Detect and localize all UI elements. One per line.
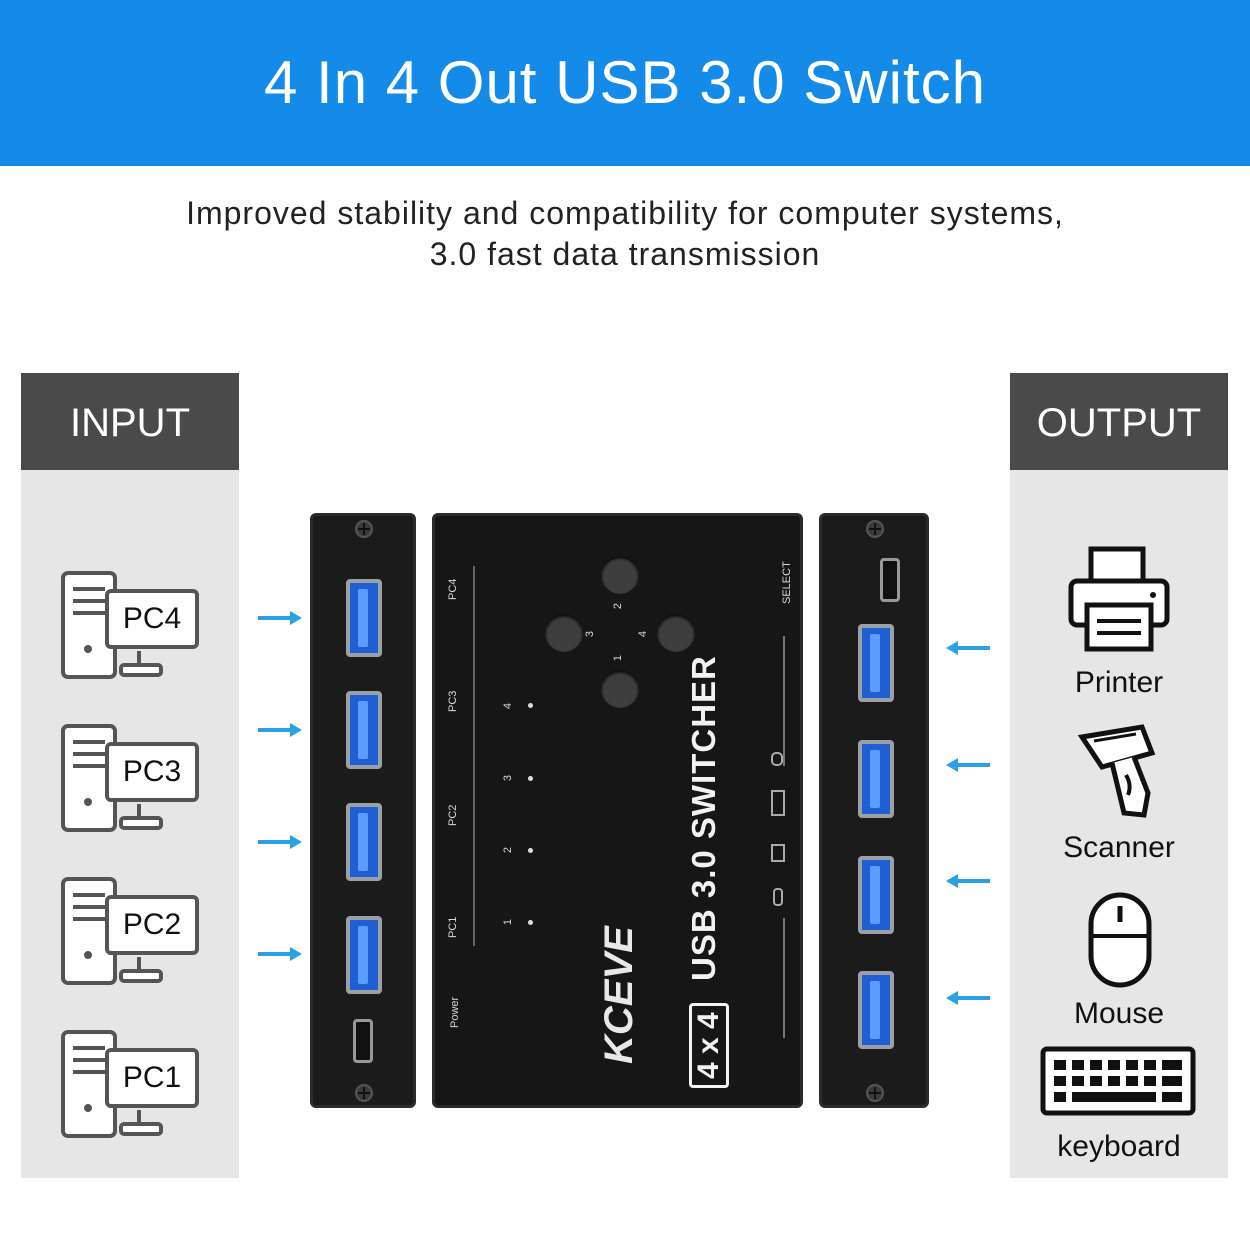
output-port-plate — [819, 513, 929, 1108]
input-panel-title: INPUT — [21, 373, 239, 470]
power-label: Power — [449, 996, 461, 1028]
select-button-3[interactable] — [545, 614, 583, 652]
page-title: 4 In 4 Out USB 3.0 Switch — [263, 49, 986, 116]
pc-item-pc1: PC1 — [61, 1028, 203, 1138]
model-name: USB 3.0 SWITCHER — [685, 655, 722, 981]
output-panel: OUTPUT Printer Scanner Mouse keyboard — [1010, 373, 1228, 1178]
arrow-right-icon — [258, 835, 302, 849]
scanner-icon — [1077, 724, 1156, 818]
select-button-4[interactable] — [657, 614, 695, 652]
led-indicator — [528, 920, 533, 925]
led-indicator — [528, 703, 533, 708]
mouse-icon — [1088, 892, 1152, 988]
arrow-right-icon — [258, 723, 302, 737]
output-panel-title: OUTPUT — [1010, 373, 1228, 470]
keyboard-icon — [771, 790, 785, 816]
button-number: 2 — [612, 602, 625, 610]
subtitle-line-1: Improved stability and compatibility for… — [186, 195, 1064, 231]
power-port — [353, 1019, 373, 1063]
switch-top-face: PC4 PC3 PC2 PC1 Power 4 3 2 1 2 3 4 1 KC… — [432, 513, 803, 1108]
led-number: 3 — [502, 774, 515, 782]
subtitle-line-2: 3.0 fast data transmission — [429, 236, 821, 272]
button-number: 1 — [612, 654, 625, 662]
computer-icon — [61, 1030, 163, 1138]
pc-item-pc3: PC3 — [61, 722, 203, 832]
computer-icon — [61, 877, 163, 985]
select-button-2[interactable] — [601, 556, 639, 594]
pc-label: PC4 — [105, 589, 199, 649]
divider — [783, 918, 785, 1038]
keyboard-icon — [1040, 1046, 1196, 1116]
button-number: 3 — [584, 630, 597, 638]
pc-item-pc2: PC2 — [61, 875, 203, 985]
usb-port-keyboard — [858, 971, 894, 1049]
led-number: 4 — [502, 702, 515, 710]
led-number: 2 — [502, 846, 515, 854]
output-label-scanner: Scanner — [1063, 831, 1175, 864]
pc-select-label-pc3: PC3 — [447, 690, 459, 712]
output-label-keyboard: keyboard — [1057, 1130, 1181, 1163]
divider — [473, 566, 475, 946]
output-label-mouse: Mouse — [1073, 997, 1165, 1030]
led-indicator — [528, 848, 533, 853]
pc-label: PC2 — [105, 895, 199, 955]
pc-select-label-pc2: PC2 — [447, 804, 459, 826]
aux-port — [880, 558, 900, 602]
screw-icon — [866, 1084, 884, 1102]
arrow-left-icon — [946, 991, 990, 1005]
arrow-right-icon — [258, 947, 302, 961]
usb-port-pc4 — [346, 579, 382, 657]
title-banner: 4 In 4 Out USB 3.0 Switch — [0, 0, 1250, 166]
usb-port-mouse — [858, 856, 894, 934]
arrow-left-icon — [946, 641, 990, 655]
screw-icon — [355, 1084, 373, 1102]
mouse-icon — [771, 752, 783, 766]
screw-icon — [355, 520, 373, 538]
usb-port-pc3 — [346, 691, 382, 769]
printer-icon — [1068, 546, 1170, 652]
divider — [783, 636, 785, 766]
model-badge: 4 x 4 — [689, 1003, 729, 1088]
usb-port-pc2 — [346, 803, 382, 881]
usb-port-printer — [858, 624, 894, 702]
pc-label: PC3 — [105, 742, 199, 802]
arrow-right-icon — [258, 611, 302, 625]
printer-icon — [771, 844, 785, 862]
input-port-plate — [310, 513, 416, 1108]
output-label-printer: Printer — [1074, 666, 1164, 699]
button-number: 4 — [637, 630, 650, 638]
usb-port-pc1 — [346, 916, 382, 994]
brand-logo: KCEVE — [597, 926, 641, 1064]
pc-item-pc4: PC4 — [61, 569, 203, 679]
screw-icon — [866, 520, 884, 538]
pc-label: PC1 — [105, 1048, 199, 1108]
led-indicator — [528, 776, 533, 781]
pc-select-label-pc4: PC4 — [447, 578, 459, 600]
select-button-1[interactable] — [601, 670, 639, 708]
usb-port-scanner — [858, 740, 894, 818]
input-panel: INPUT PC4 PC3 — [21, 373, 239, 1178]
pc-select-label-pc1: PC1 — [447, 916, 459, 938]
led-number: 1 — [502, 918, 515, 926]
select-label: SELECT — [781, 561, 793, 604]
arrow-left-icon — [946, 874, 990, 888]
arrow-left-icon — [946, 758, 990, 772]
scanner-icon — [773, 888, 783, 906]
